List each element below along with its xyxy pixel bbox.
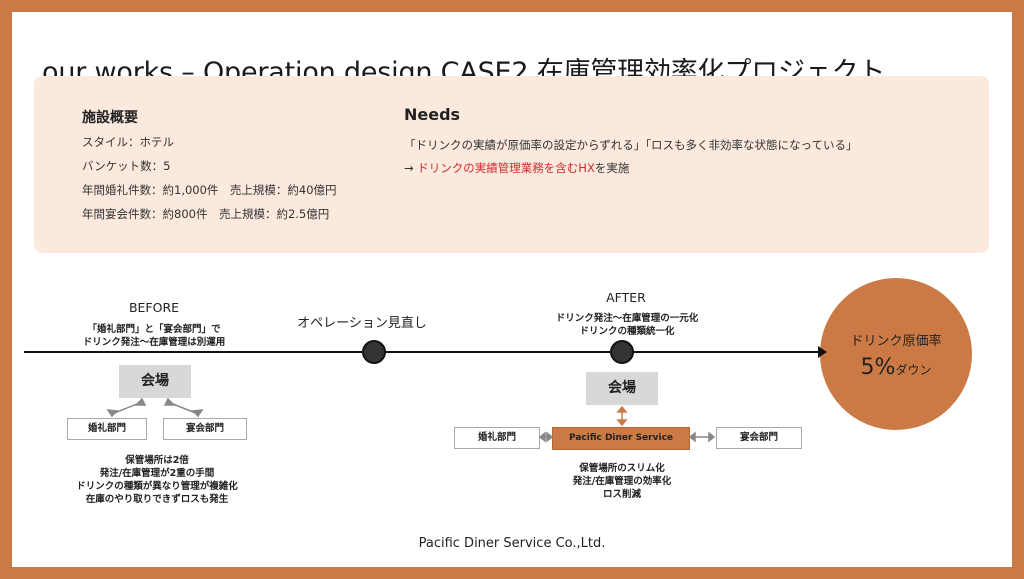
after-venue-box: 会場 <box>586 372 658 405</box>
before-label: BEFORE <box>128 300 180 315</box>
timeline-arrow-icon <box>818 346 827 358</box>
pacific-diner-service-hub: Pacific Diner Service <box>552 427 690 450</box>
arrowhead-icon <box>546 431 554 443</box>
slide: our works – Operation design CASE2 在庫管理効… <box>12 12 1012 567</box>
arrowhead-icon <box>708 431 716 443</box>
result-percent: 5% <box>860 355 896 380</box>
arrowhead-icon <box>163 397 176 406</box>
after-label: AFTER <box>606 290 646 305</box>
before-issue: 在庫のやり取りできずロスも発生 <box>85 494 229 505</box>
result-label: ドリンク原価率 <box>850 334 942 349</box>
result-circle <box>820 278 972 430</box>
after-result: 発注/在庫管理の効率化 <box>572 476 672 487</box>
timeline-line <box>24 351 824 353</box>
facility-line: 年間婚礼件数：約1,000件 売上規模：約40億円 <box>82 183 337 197</box>
before-issue: 保管場所は2倍 <box>125 455 189 466</box>
before-issue: ドリンクの種類が異なり管理が複雑化 <box>76 481 238 492</box>
facility-line: バンケット数：5 <box>82 159 171 173</box>
after-desc: ドリンク発注～在庫管理の一元化 <box>555 313 699 324</box>
connector-arrows <box>106 397 716 443</box>
before-wedding-dept-box: 婚礼部門 <box>67 418 147 440</box>
needs-arrow-text: → <box>404 161 418 175</box>
arrowhead-icon <box>688 431 696 443</box>
midpoint-label: オペレーション見直し <box>297 316 427 331</box>
after-result: 保管場所のスリム化 <box>579 463 665 474</box>
before-venue-box: 会場 <box>119 365 191 398</box>
after-result: ロス削減 <box>602 489 641 500</box>
footer-company: Pacific Diner Service Co.,Ltd. <box>418 536 606 551</box>
result-suffix: ダウン <box>895 363 932 377</box>
needs-action: → ドリンクの実績管理業務を含むHXを実施 <box>404 160 629 176</box>
result-value: 5%ダウン <box>820 355 972 380</box>
before-banquet-dept-box: 宴会部門 <box>163 418 247 440</box>
after-desc: ドリンクの種類統一化 <box>579 326 675 337</box>
before-issue: 発注/在庫管理が2重の手間 <box>99 468 215 479</box>
facility-heading: 施設概要 <box>82 110 138 126</box>
after-banquet-dept-box: 宴会部門 <box>716 427 802 449</box>
timeline-milestone-dot <box>362 340 386 364</box>
facility-line: 年間宴会件数：約800件 売上規模：約2.5億円 <box>82 207 330 221</box>
needs-heading: Needs <box>404 105 461 124</box>
after-wedding-dept-box: 婚礼部門 <box>454 427 540 449</box>
arrowhead-icon <box>616 405 628 413</box>
needs-suffix: を実施 <box>594 161 630 175</box>
arrowhead-icon <box>106 409 119 418</box>
arrowhead-icon <box>538 431 546 443</box>
arrowhead-icon <box>134 397 147 406</box>
before-desc: 「婚礼部門」と「宴会部門」で <box>87 324 221 335</box>
arrowhead-icon <box>191 409 204 418</box>
before-desc: ドリンク発注～在庫管理は別運用 <box>82 337 226 348</box>
timeline-milestone-dot <box>610 340 634 364</box>
arrowhead-icon <box>616 419 628 427</box>
overview-panel <box>34 76 989 253</box>
facility-line: スタイル：ホテル <box>82 135 174 149</box>
needs-highlight: ドリンクの実績管理業務を含むHX <box>417 161 595 175</box>
needs-quote: 「ドリンクの実績が原価率の設定からずれる」「ロスも多く非効率な状態になっている」 <box>404 138 858 152</box>
